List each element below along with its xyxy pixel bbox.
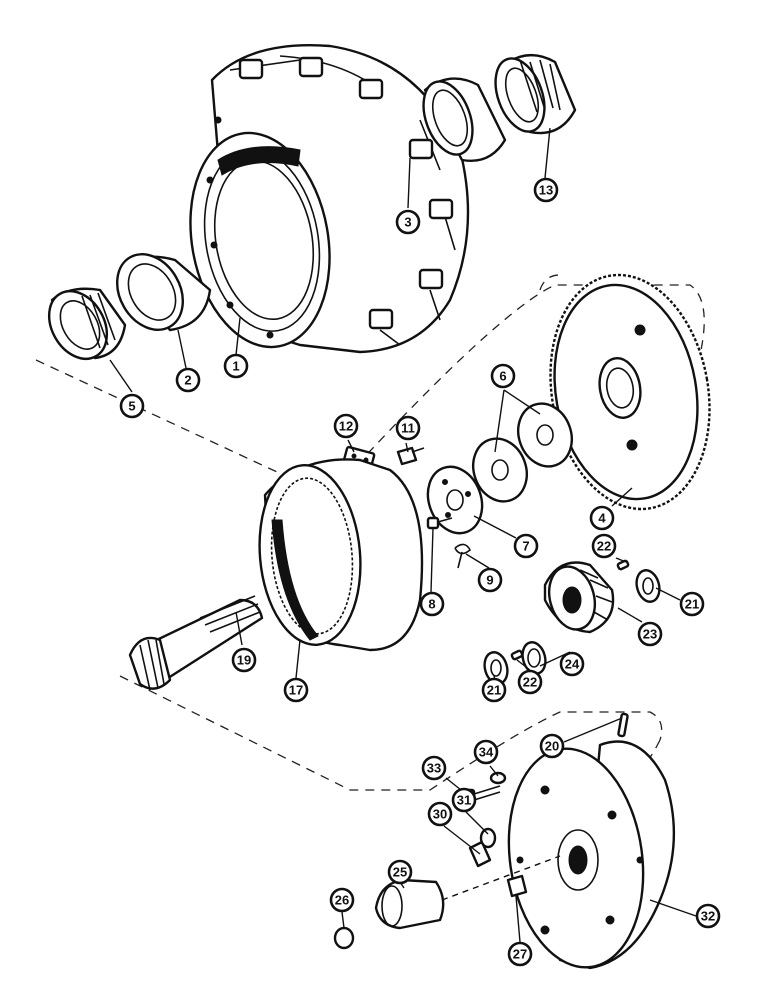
callout-11: 11 xyxy=(395,415,421,441)
callout-25: 25 xyxy=(387,859,413,885)
callout-22-lower-label: 22 xyxy=(523,675,537,690)
upper-assembly-outline xyxy=(35,284,705,479)
callout-22-upper: 22 xyxy=(591,533,617,559)
hub-housing xyxy=(189,44,470,354)
callout-33-label: 33 xyxy=(427,761,441,776)
needle-roller-upper xyxy=(616,559,630,571)
callout-13: 13 xyxy=(533,177,559,203)
callout-31-label: 31 xyxy=(457,793,471,808)
callout-26-label: 26 xyxy=(335,893,349,908)
needle-roller-lower xyxy=(510,649,524,661)
callout-6-label: 6 xyxy=(499,369,506,384)
callout-13-label: 13 xyxy=(539,183,553,198)
callout-25-label: 25 xyxy=(393,865,407,880)
callout-12-label: 12 xyxy=(339,419,353,434)
callout-8-label: 8 xyxy=(428,597,435,612)
callout-30: 30 xyxy=(427,801,453,827)
callout-23: 23 xyxy=(637,621,663,647)
roller-bearing-lower xyxy=(47,287,127,360)
callout-7-label: 7 xyxy=(522,539,529,554)
callout-23-label: 23 xyxy=(643,627,657,642)
callout-4: 4 xyxy=(589,505,615,531)
callout-30-label: 30 xyxy=(433,807,447,822)
callout-24: 24 xyxy=(559,651,585,677)
plug-seal xyxy=(479,827,497,849)
bearing-cup-upper xyxy=(422,77,507,162)
callout-5-label: 5 xyxy=(128,399,135,414)
callout-1: 1 xyxy=(223,353,249,379)
callout-34-label: 34 xyxy=(479,745,494,760)
middle-assembly-outline xyxy=(119,675,663,791)
bearing-cup-lower xyxy=(116,253,212,332)
callout-17: 17 xyxy=(283,677,309,703)
carrier-plate xyxy=(426,465,484,535)
callout-33: 33 xyxy=(421,755,447,781)
callout-3-label: 3 xyxy=(404,215,411,230)
ring-gear xyxy=(258,458,424,652)
callout-22-upper-label: 22 xyxy=(597,539,611,554)
callout-34: 34 xyxy=(473,739,499,765)
callout-1-label: 1 xyxy=(232,359,239,374)
callout-20-label: 20 xyxy=(545,739,559,754)
callout-26: 26 xyxy=(329,887,355,913)
callout-21-lower: 21 xyxy=(481,677,507,703)
callout-8: 8 xyxy=(419,591,445,617)
callout-24-label: 24 xyxy=(565,657,580,672)
callout-2: 2 xyxy=(175,367,201,393)
cover-washer xyxy=(489,771,507,785)
callout-3: 3 xyxy=(395,209,421,235)
spring-clip xyxy=(454,543,472,569)
planet-gear xyxy=(543,561,615,634)
thrust-washers xyxy=(472,402,573,503)
callout-21-upper: 21 xyxy=(679,591,705,617)
axle-shaft xyxy=(128,595,264,691)
callout-2-label: 2 xyxy=(184,373,191,388)
callout-21-lower-label: 21 xyxy=(487,683,501,698)
callout-12: 12 xyxy=(333,413,359,439)
callout-32-label: 32 xyxy=(701,909,715,924)
upper-assembly-outline-right xyxy=(539,274,561,291)
callout-11-label: 11 xyxy=(401,421,415,436)
callout-22-lower: 22 xyxy=(517,669,543,695)
planet-shaft xyxy=(374,855,561,930)
large-spur-gear xyxy=(549,273,711,511)
callout-4-label: 4 xyxy=(598,511,606,526)
callout-9-label: 9 xyxy=(486,573,493,588)
callout-27: 27 xyxy=(507,941,533,967)
callout-27-label: 27 xyxy=(513,947,527,962)
callout-17-label: 17 xyxy=(289,683,303,698)
callout-32: 32 xyxy=(695,903,721,929)
roller-bearing-upper xyxy=(494,53,577,135)
thrust-washer-right xyxy=(635,569,661,603)
hub-cover xyxy=(507,740,676,970)
lock-screw xyxy=(396,446,425,466)
callout-5: 5 xyxy=(119,393,145,419)
callout-9: 9 xyxy=(477,567,503,593)
dowel-pin xyxy=(617,712,629,738)
callout-31: 31 xyxy=(451,787,477,813)
callout-7: 7 xyxy=(513,533,539,559)
callout-19-label: 19 xyxy=(237,653,251,668)
callout-21-upper-label: 21 xyxy=(685,597,699,612)
callout-6: 6 xyxy=(490,363,516,389)
cover-screw xyxy=(506,874,528,898)
callout-19: 19 xyxy=(231,647,257,673)
callout-20: 20 xyxy=(539,733,565,759)
expansion-plug xyxy=(333,926,355,950)
